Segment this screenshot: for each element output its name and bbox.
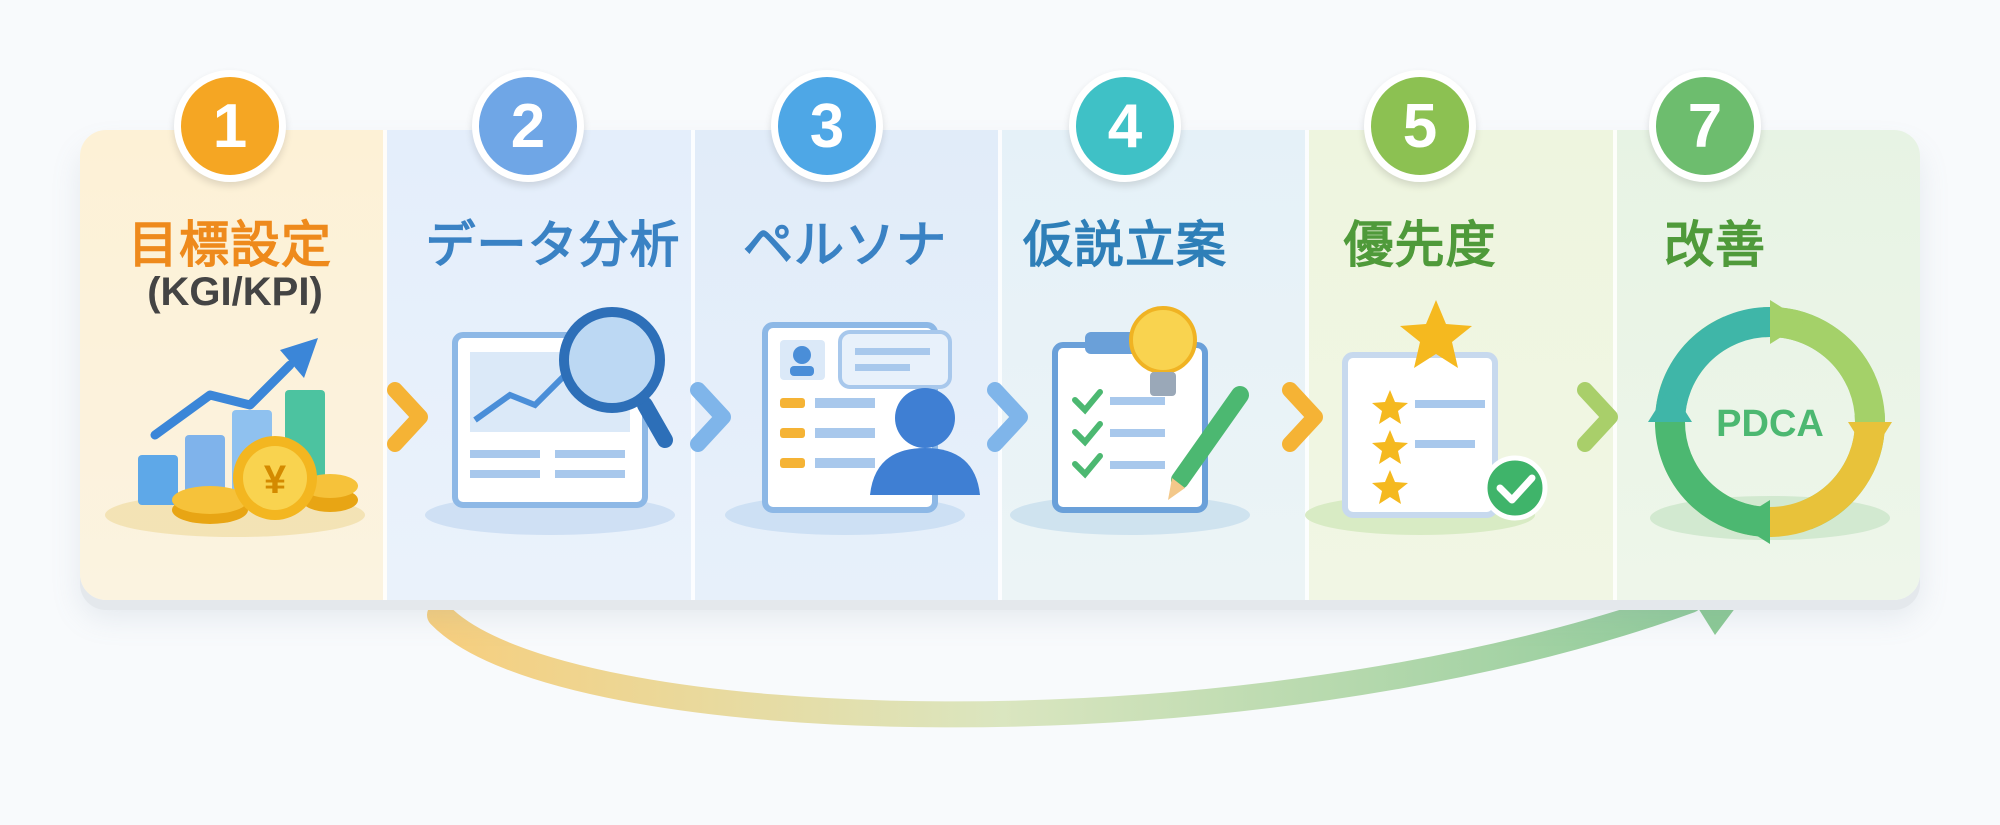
steps-board xyxy=(80,130,1920,600)
step-badge-1: 1 xyxy=(174,70,286,182)
step-title-1: 目標設定 xyxy=(128,216,332,274)
step-title-3: ペルソナ xyxy=(743,216,947,274)
step-subtitle-1: (KGI/KPI) xyxy=(147,270,323,314)
loop-arrow xyxy=(427,587,1703,728)
step-title-2: データ分析 xyxy=(425,216,681,274)
step-badge-3: 3 xyxy=(771,70,883,182)
step-panel-1 xyxy=(80,130,388,600)
step-badge-2: 2 xyxy=(472,70,584,182)
step-title-7: 改善 xyxy=(1664,216,1766,274)
step-panel-4 xyxy=(1001,130,1310,600)
step-panel-3 xyxy=(694,130,1002,600)
step-badge-5: 5 xyxy=(1364,70,1476,182)
step-panel-7 xyxy=(1616,130,1920,600)
step-panel-2 xyxy=(387,130,695,600)
step-title-4: 仮説立案 xyxy=(1023,216,1227,274)
step-panel-5 xyxy=(1309,130,1617,600)
step-badge-7: 7 xyxy=(1649,70,1761,182)
step-title-5: 優先度 xyxy=(1343,216,1497,274)
step-badge-4: 4 xyxy=(1069,70,1181,182)
